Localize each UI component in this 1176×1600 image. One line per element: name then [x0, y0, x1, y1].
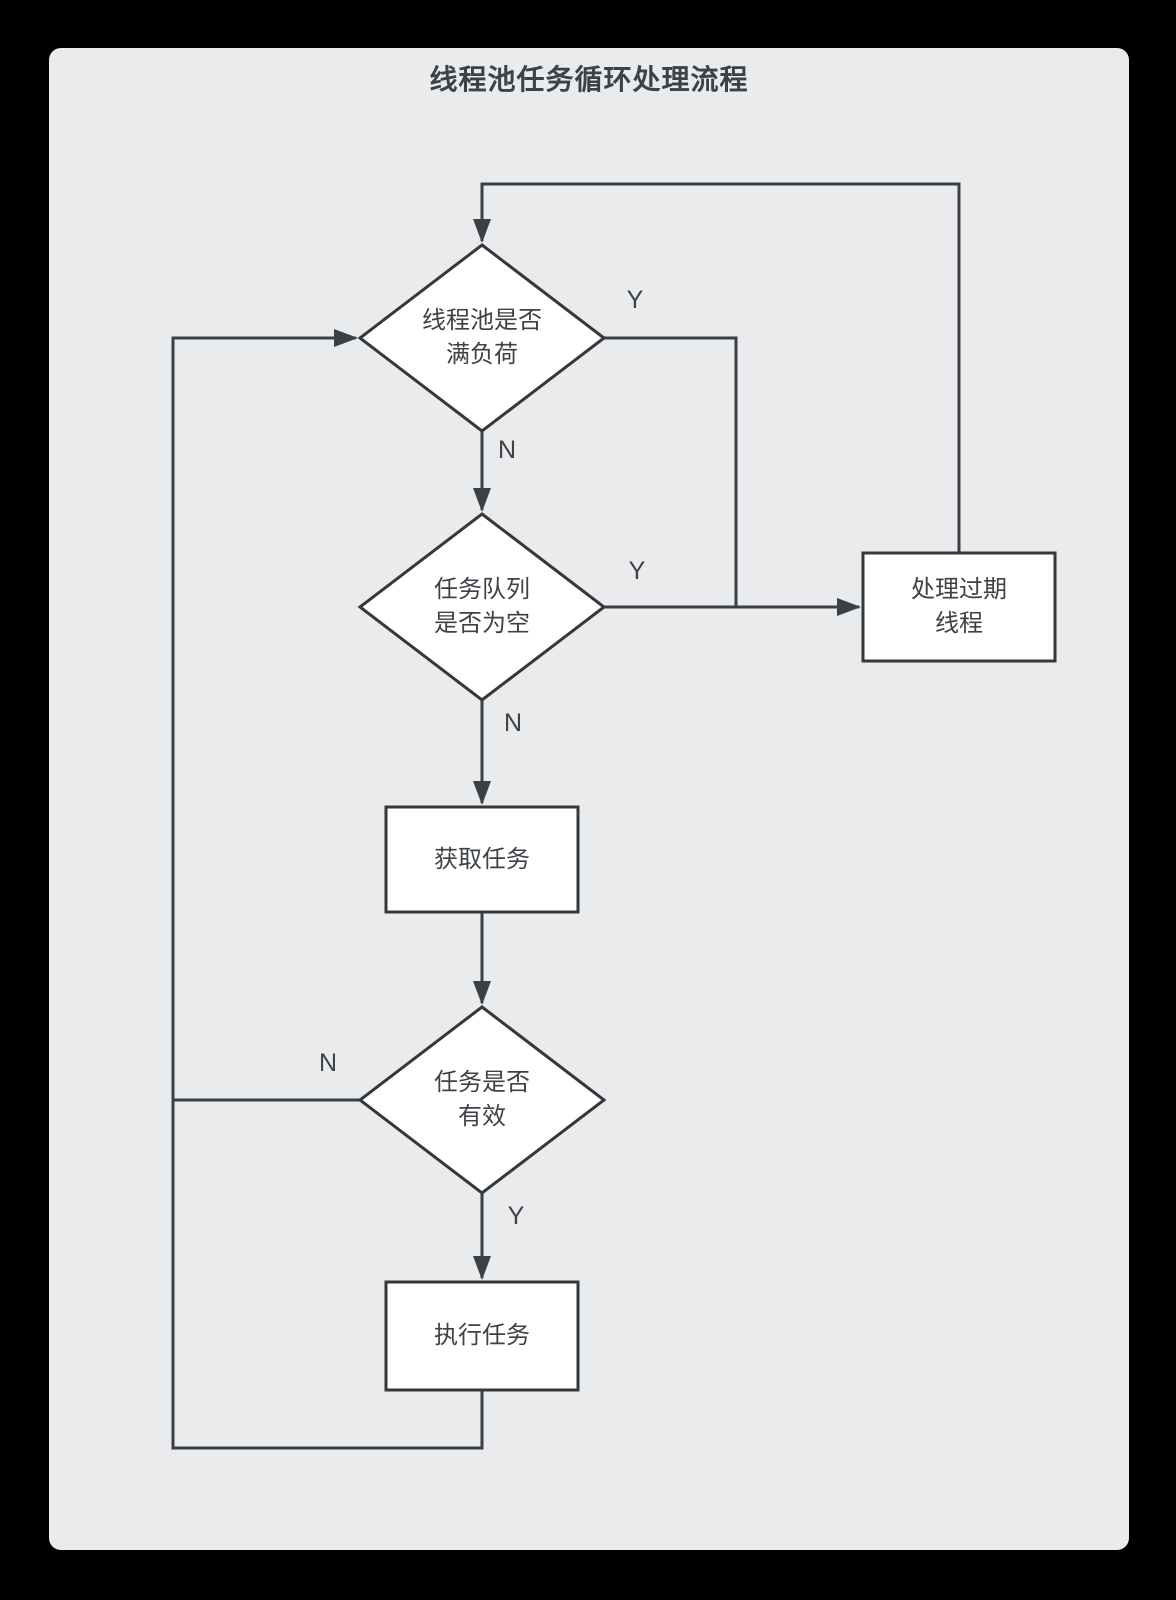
- edge-execute-task-loop-to-pool-full: [171, 329, 484, 1450]
- flowchart-canvas: 线程池任务循环处理流程 线程池是否 满负荷 任务队列 是否为空 获取任务 任务是…: [49, 48, 1129, 1550]
- decision-queue-empty-shape: [357, 512, 607, 702]
- process-execute-task-shape: [384, 1280, 580, 1392]
- edge-handle-expired-to-pool-full: [473, 182, 961, 553]
- flowchart-graphic: [171, 182, 1057, 1450]
- label-pool-full-yes: Y: [626, 285, 644, 314]
- page-title: 线程池任务循环处理流程: [429, 64, 749, 95]
- process-handle-expired-label: 处理过期 线程: [911, 576, 1007, 637]
- process-handle-expired-shape: [861, 551, 1057, 663]
- decision-queue-empty-label: 任务队列 是否为空: [434, 576, 530, 637]
- process-get-task-shape: [384, 805, 580, 914]
- process-execute-task-label: 执行任务: [434, 1322, 530, 1350]
- label-pool-full-no: N: [497, 435, 517, 464]
- decision-pool-full-label: 线程池是否 满负荷: [422, 307, 542, 368]
- label-queue-empty-no: N: [503, 708, 523, 737]
- edge-pool-full-yes: [604, 336, 738, 607]
- process-get-task-label: 获取任务: [434, 845, 530, 873]
- label-task-valid-no: N: [318, 1048, 338, 1077]
- decision-pool-full-shape: [357, 243, 607, 433]
- decision-task-valid-shape: [357, 1005, 607, 1195]
- label-task-valid-yes: Y: [507, 1201, 525, 1230]
- decision-task-valid-label: 任务是否 有效: [434, 1069, 530, 1130]
- label-queue-empty-yes: Y: [628, 556, 646, 585]
